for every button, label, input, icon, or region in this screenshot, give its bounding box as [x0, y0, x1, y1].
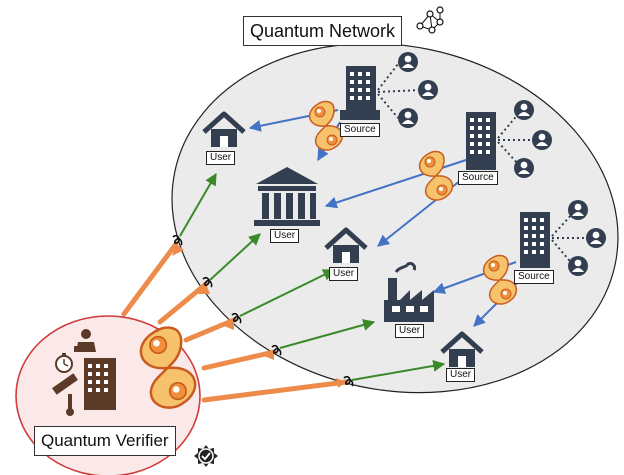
source-label-3: Source — [514, 270, 554, 284]
thermometer-icon — [66, 394, 74, 416]
user-label-home-1: User — [206, 151, 236, 165]
network-title: Quantum Network — [243, 16, 403, 46]
factory-icon — [384, 262, 434, 322]
user-label-home-3: User — [446, 368, 476, 382]
network-boundary — [171, 42, 619, 394]
verifier-building-icon — [84, 358, 116, 410]
source-building-3 — [520, 212, 550, 268]
green-measurement-arrows — [179, 172, 446, 381]
orange-channels — [121, 241, 349, 403]
stopwatch-icon — [55, 353, 73, 373]
scientist-icon — [74, 329, 96, 352]
source-building-2 — [466, 112, 496, 170]
user-label-home-2: User — [329, 267, 359, 281]
verified-badge-icon — [194, 445, 218, 467]
user-label-bank: User — [270, 229, 300, 243]
verifier-title: Quantum Verifier — [34, 426, 176, 456]
ruler-icon — [52, 373, 78, 395]
user-label-factory: User — [395, 324, 425, 338]
source-label-2: Source — [458, 171, 498, 185]
orange-arrowheads — [172, 244, 346, 388]
bank-icon — [254, 167, 320, 226]
source-label-1: Source — [340, 123, 380, 137]
source-building-1 — [340, 66, 380, 120]
molecule-icon — [416, 6, 444, 34]
